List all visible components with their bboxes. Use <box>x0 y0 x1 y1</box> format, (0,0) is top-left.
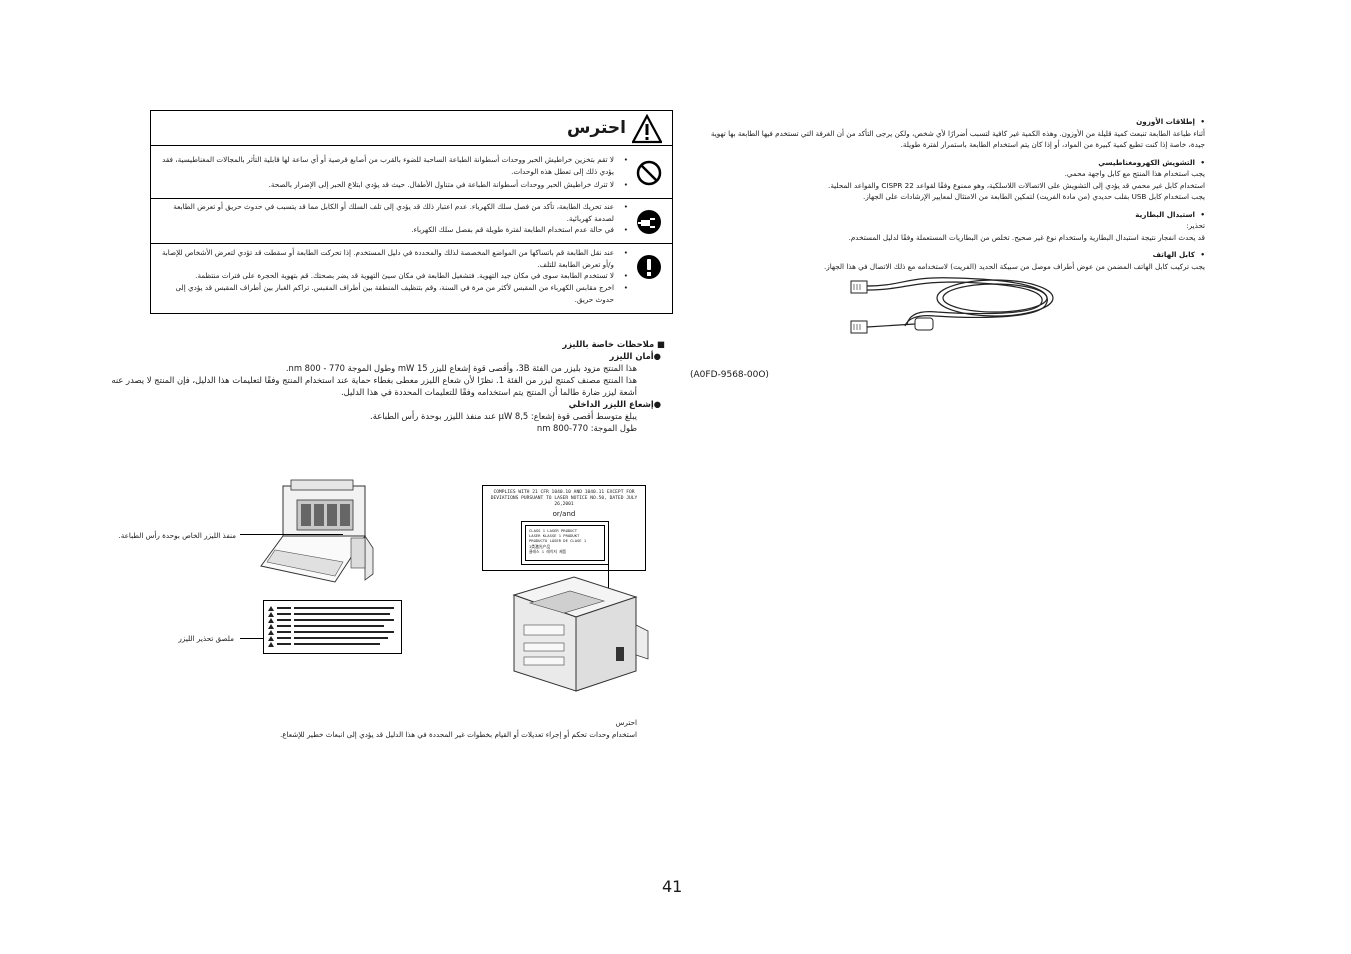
or-and-text: or/and <box>552 510 576 518</box>
callout-label: ملصق تحذير الليزر <box>178 634 234 643</box>
warning-item: اخرج مقابس الكهرباء من المقبس لأكثر من م… <box>157 282 628 305</box>
no-symbol-icon <box>634 158 664 188</box>
warning-title: احترس <box>566 118 626 138</box>
internal-laser-text: يبلغ متوسط أقصى قوة إشعاع: 8,5 μW عند من… <box>370 411 637 421</box>
laser-safety-heading: ●أمان الليزر <box>609 351 661 361</box>
class1-label: CLASS 1 LASER PRODUCT LASER KLASSE 1 PRO… <box>521 521 609 565</box>
class1-text: PRODUCTO LÁSER DE CLASE 1 <box>529 538 587 544</box>
warning-item: لا تستخدم الطابعة سوى في مكان جيد التهوي… <box>157 270 628 282</box>
unplug-icon <box>634 207 664 237</box>
laser-safety-text: هذا المنتج مزود بليزر من الفئة 3B، وأقصى… <box>285 363 637 373</box>
warning-box: احترس لا تقم بتخزين خراطيش الحبر ووحدات … <box>150 110 673 314</box>
warning-item: في حالة عدم استخدام الطابعة لفترة طويلة … <box>157 224 628 236</box>
caution-block: احترس استخدام وحدات تحكم أو إجراء تعديلا… <box>200 717 637 740</box>
battery-text: قد يحدث انفجار نتيجة استبدال البطارية وا… <box>848 232 1205 242</box>
emc-text: يجب استخدام كابل USB بقلب حديدي (من مادة… <box>863 192 1205 201</box>
laser-safety-text: هذا المنتج مصنف كمنتج ليزر من الفئة 1. ن… <box>111 375 637 397</box>
compliance-text: COMPLIES WITH 21 CFR 1040.10 AND 1040.11… <box>493 490 635 495</box>
battery-text: تحذير: <box>1186 221 1205 230</box>
internal-laser-heading: ●إشعاع الليزر الداخلي <box>568 399 661 409</box>
warning-item: لا تترك خراطيش الحبر ووحدات أسطوانة الطب… <box>157 179 628 191</box>
emc-text: استخدام كابل غير محمي قد يؤدي إلى التشوي… <box>828 180 1205 190</box>
page-number: 41 <box>662 877 683 896</box>
phone-cable-heading: كابل الهاتف <box>700 249 1205 261</box>
right-column: إطلاقات الأوزون أثناء طباعة الطابعة تنبع… <box>700 116 1205 272</box>
compliance-text: DEVIATIONS PURSUANT TO LASER NOTICE NO.5… <box>490 496 638 507</box>
laser-notes: ■ ملاحظات خاصة بالليزر ●أمان الليزر هذا … <box>100 338 665 434</box>
caution-word: احترس <box>615 718 637 727</box>
exclamation-icon <box>634 252 664 282</box>
printer-closed-illustration <box>500 575 650 695</box>
warning-item: لا تقم بتخزين خراطيش الحبر ووحدات أسطوان… <box>157 154 628 177</box>
class1-text: 클래스 1 레이저 제품 <box>529 548 567 554</box>
figure-code: (A0FD-9568-00O) <box>690 370 769 380</box>
warning-triangle-icon <box>631 113 663 146</box>
battery-heading: استبدال البطارية <box>700 209 1205 221</box>
warning-item: عند نقل الطابعة قم باتساكها من المواضع ا… <box>157 247 628 270</box>
laser-warning-label <box>263 600 402 654</box>
ozone-heading: إطلاقات الأوزون <box>700 116 1205 128</box>
warning-row-moving: عند تحريك الطابعة، تأكد من فصل سلك الكهر… <box>151 198 672 243</box>
callout-line <box>240 534 343 535</box>
caution-text: استخدام وحدات تحكم أو إجراء تعديلات أو ا… <box>279 729 637 739</box>
class1-text: LASER KLASSE 1 PRODUKT <box>529 533 580 539</box>
class1-text: 1类激光产品 <box>529 543 551 549</box>
warning-row-handling: عند نقل الطابعة قم باتساكها من المواضع ا… <box>151 243 672 313</box>
callout-line <box>240 638 263 639</box>
section-heading: ■ ملاحظات خاصة بالليزر <box>562 339 665 349</box>
callout-aperture: منفذ الليزر الخاص بوحدة رأس الطباعة. <box>118 531 236 540</box>
compliance-label: COMPLIES WITH 21 CFR 1040.10 AND 1040.11… <box>482 485 646 571</box>
ozone-text: أثناء طباعة الطابعة تنبعث كمية قليلة من … <box>710 128 1205 150</box>
printer-open-illustration <box>255 478 375 586</box>
phone-cable-illustration <box>845 272 1060 340</box>
emc-text: يجب استخدام هذا المنتج مع كابل واجهة محم… <box>1064 169 1205 178</box>
phone-cable-text: يجب تركيب كابل الهاتف المضمن من عوض أطرا… <box>823 261 1205 271</box>
emc-heading: التشويش الكهرومغناطيسي <box>700 157 1205 169</box>
wavelength-text: طول الموجة: 770-800 nm <box>536 423 637 433</box>
warning-item: عند تحريك الطابعة، تأكد من فصل سلك الكهر… <box>157 201 628 224</box>
warning-row-storage: لا تقم بتخزين خراطيش الحبر ووحدات أسطوان… <box>151 145 672 198</box>
class1-text: CLASS 1 LASER PRODUCT <box>529 528 578 533</box>
